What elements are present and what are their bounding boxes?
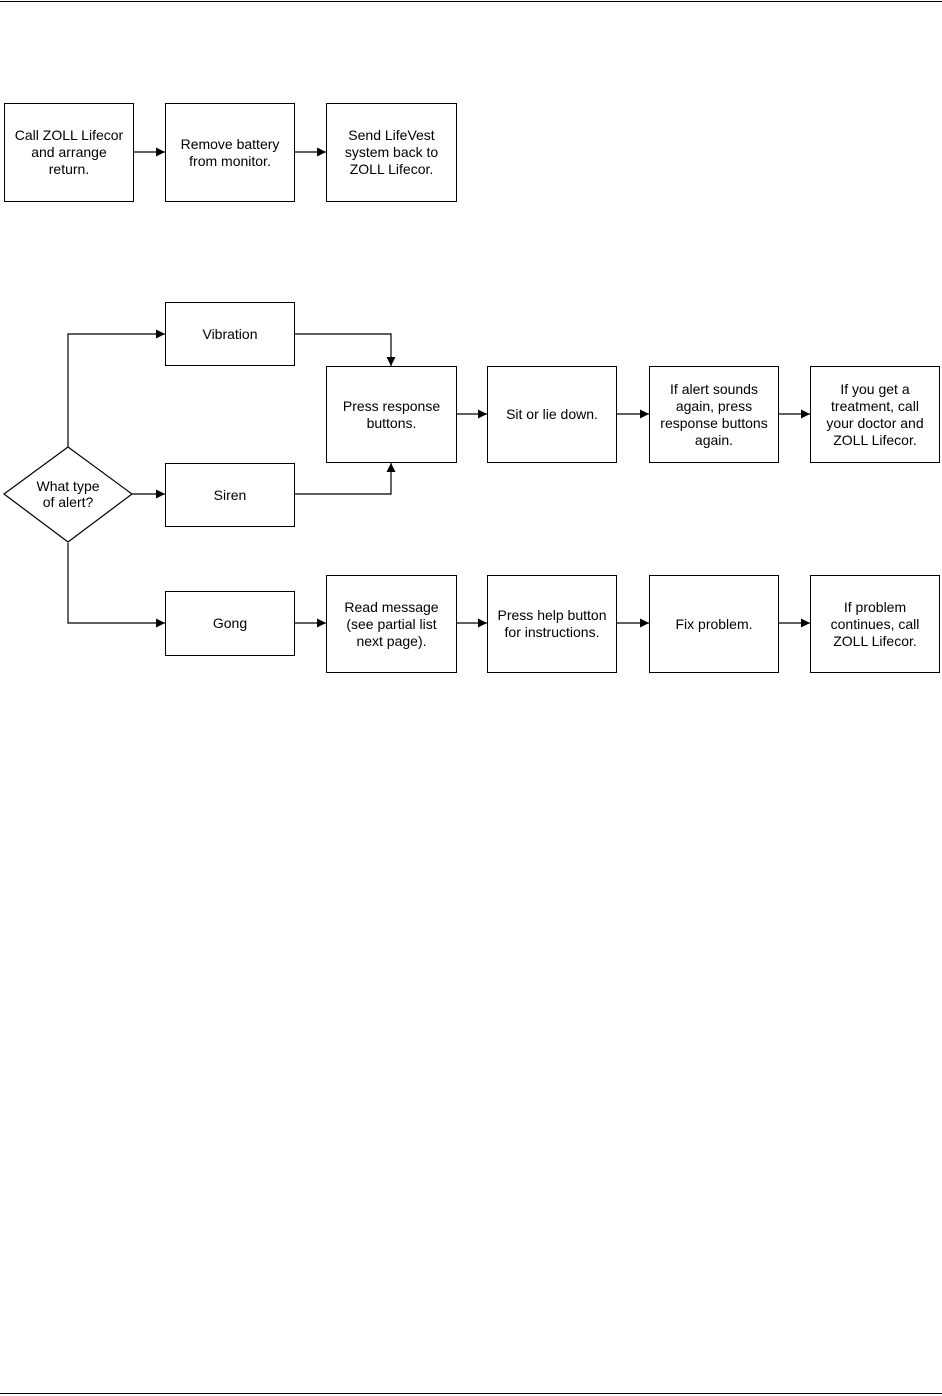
gong-step-read-message: Read message (see partial list next page… <box>326 575 457 673</box>
return-step-send-back: Send LifeVest system back to ZOLL Lifeco… <box>326 103 457 202</box>
response-step-press-again: If alert sounds again, press response bu… <box>649 366 779 463</box>
decision-label-box: What type of alert? <box>18 470 118 518</box>
top-rule <box>0 1 942 2</box>
gong-step-press-help-label: Press help button for instructions. <box>497 607 607 640</box>
gong-step-press-help: Press help button for instructions. <box>487 575 617 673</box>
return-step-call-label: Call ZOLL Lifecor and arrange return. <box>14 127 124 177</box>
response-step-press-again-label: If alert sounds again, press response bu… <box>660 380 768 448</box>
arrow-vibration-response <box>295 333 396 366</box>
alert-vibration-label: Vibration <box>202 325 258 342</box>
gong-step-call-lifecor: If problem continues, call ZOLL Lifecor. <box>810 575 940 673</box>
response-step-press-buttons-label: Press response buttons. <box>342 397 441 431</box>
response-step-sit-down-label: Sit or lie down. <box>506 406 598 422</box>
response-step-call-doctor-label: If you get a treatment, call your doctor… <box>826 380 924 448</box>
arrow-decision-vibration <box>67 329 165 448</box>
gong-step-read-message-label: Read message (see partial list next page… <box>344 598 439 649</box>
decision-diamond <box>2 446 134 543</box>
response-step-call-doctor: If you get a treatment, call your doctor… <box>810 366 940 463</box>
gong-step-fix-problem-label: Fix problem. <box>675 615 753 632</box>
arrow-decision-gong <box>67 543 165 628</box>
response-step-sit-down: Sit or lie down. <box>487 366 617 463</box>
return-step-send-back-label: Send LifeVest system back to ZOLL Lifeco… <box>344 127 439 177</box>
gong-step-fix-problem: Fix problem. <box>649 575 779 673</box>
alert-gong: Gong <box>165 591 295 656</box>
alert-gong-label: Gong <box>212 615 248 631</box>
alert-siren: Siren <box>165 463 295 527</box>
return-step-call: Call ZOLL Lifecor and arrange return. <box>4 103 134 202</box>
return-step-remove-battery: Remove battery from monitor. <box>165 103 295 202</box>
bottom-rule <box>0 1393 942 1394</box>
return-step-remove-battery-label: Remove battery from monitor. <box>180 135 280 169</box>
gong-step-call-lifecor-label: If problem continues, call ZOLL Lifecor. <box>830 598 920 649</box>
arrow-siren-response <box>295 463 396 495</box>
alert-vibration: Vibration <box>165 302 295 366</box>
response-step-press-buttons: Press response buttons. <box>326 366 457 463</box>
decision-label: What type of alert? <box>36 478 100 510</box>
alert-siren-label: Siren <box>213 486 247 503</box>
